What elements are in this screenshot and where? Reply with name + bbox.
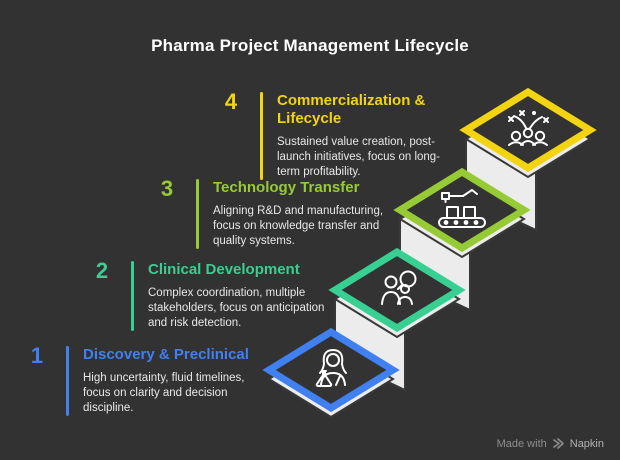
step-3-desc-line: Aligning R&D and manufacturing, bbox=[213, 205, 384, 217]
step-1-description: High uncertainty, fluid timelines, focus… bbox=[83, 371, 249, 416]
watermark-prefix: Made with bbox=[496, 437, 547, 450]
step-2-number: 2 bbox=[95, 258, 109, 283]
step-3-content: Technology Transfer Aligning R&D and man… bbox=[213, 179, 383, 249]
napkin-watermark[interactable]: Made with Napkin bbox=[497, 437, 604, 450]
watermark-brand: Napkin bbox=[569, 437, 604, 450]
step-1-content: Discovery & Preclinical High uncertainty… bbox=[83, 346, 249, 416]
step-1-desc-line: focus on clarity and decision bbox=[83, 387, 228, 399]
step-2-desc-line: Complex coordination, multiple bbox=[148, 287, 306, 299]
step-4-title-line: Lifecycle bbox=[277, 110, 342, 127]
step-4-diamond bbox=[459, 87, 597, 173]
step-2-title-line: Clinical Development bbox=[148, 261, 300, 278]
stair-step-3 bbox=[393, 167, 531, 312]
person-magnifier-icon bbox=[381, 270, 417, 305]
step-3-desc-line: quality systems. bbox=[213, 235, 295, 247]
step-2-diamond bbox=[328, 247, 466, 333]
robot-arm-conveyor-icon bbox=[438, 189, 486, 228]
step-2-content: Clinical Development Complex coordinatio… bbox=[148, 261, 324, 331]
female-scientist-icon bbox=[315, 349, 347, 387]
step-3-accent-bar bbox=[196, 179, 199, 249]
page-title: Pharma Project Management Lifecycle bbox=[151, 36, 469, 55]
step-1-block: 1 Discovery & Preclinical High uncertain… bbox=[24, 343, 249, 416]
step-4-accent-bar bbox=[260, 92, 263, 180]
step-1-accent-bar bbox=[66, 346, 69, 416]
step-2-title: Clinical Development bbox=[148, 261, 324, 279]
step-4-title: Commercialization & Lifecycle bbox=[277, 92, 440, 128]
step-1-number: 1 bbox=[30, 343, 44, 368]
step-3-number: 3 bbox=[160, 176, 174, 201]
step-4-title-line: Commercialization & bbox=[277, 92, 426, 109]
step-4-number: 4 bbox=[224, 89, 238, 114]
step-1-title-line: Discovery & Preclinical bbox=[83, 346, 249, 363]
step-4-block: 4 Commercialization & Lifecycle Sustaine… bbox=[218, 89, 440, 180]
step-2-description: Complex coordination, multiple stakehold… bbox=[148, 286, 324, 331]
napkin-logo-icon bbox=[552, 438, 564, 449]
step-1-desc-line: discipline. bbox=[83, 402, 134, 414]
step-4-content: Commercialization & Lifecycle Sustained … bbox=[277, 92, 440, 180]
step-3-description: Aligning R&D and manufacturing, focus on… bbox=[213, 204, 383, 249]
step-1-diamond bbox=[262, 327, 400, 413]
step-1-title: Discovery & Preclinical bbox=[83, 346, 249, 364]
celebrating-team-icon bbox=[508, 110, 549, 146]
step-4-desc-line: launch initiatives, focus on long- bbox=[277, 151, 441, 163]
step-2-desc-line: stakeholders, focus on anticipation bbox=[148, 302, 325, 314]
step-2-desc-line: and risk detection. bbox=[148, 317, 242, 329]
step-3-title: Technology Transfer bbox=[213, 179, 383, 197]
step-4-desc-line: term profitability. bbox=[277, 166, 361, 178]
step-3-block: 3 Technology Transfer Aligning R&D and m… bbox=[154, 176, 383, 249]
step-2-accent-bar bbox=[131, 261, 134, 331]
step-2-block: 2 Clinical Development Complex coordinat… bbox=[89, 258, 324, 331]
step-4-desc-line: Sustained value creation, post- bbox=[277, 136, 435, 148]
step-1-desc-line: High uncertainty, fluid timelines, bbox=[83, 372, 245, 384]
step-4-description: Sustained value creation, post- launch i… bbox=[277, 135, 440, 180]
step-3-diamond bbox=[393, 167, 531, 253]
stair-step-1 bbox=[262, 327, 400, 419]
step-3-desc-line: focus on knowledge transfer and bbox=[213, 220, 380, 232]
step-3-title-line: Technology Transfer bbox=[213, 179, 360, 196]
